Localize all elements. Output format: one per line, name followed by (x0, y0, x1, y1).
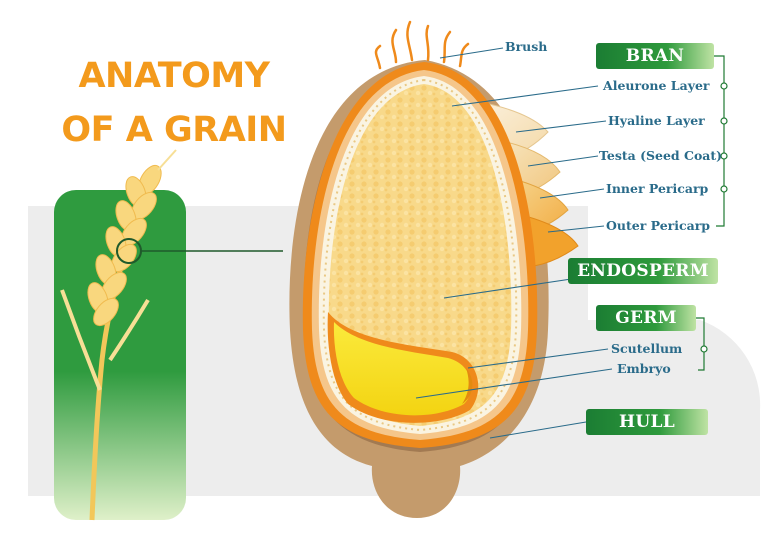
label-testa: Testa (Seed Coat) (599, 148, 722, 163)
endosperm-badge: ENDOSPERM (568, 258, 718, 284)
germ-badge: GERM (596, 305, 696, 331)
label-aleurone-layer: Aleurone Layer (603, 78, 710, 93)
label-scutellum: Scutellum (611, 341, 682, 356)
hull-badge: HULL (586, 409, 708, 435)
title-line-2: OF A GRAIN (44, 110, 304, 150)
label-outer-pericarp: Outer Pericarp (606, 218, 710, 233)
label-embryo: Embryo (617, 361, 671, 376)
label-brush: Brush (505, 39, 547, 54)
label-inner-pericarp: Inner Pericarp (606, 181, 708, 196)
bran-badge: BRAN (596, 43, 714, 69)
label-hyaline-layer: Hyaline Layer (608, 113, 705, 128)
title-line-1: ANATOMY (44, 56, 304, 96)
